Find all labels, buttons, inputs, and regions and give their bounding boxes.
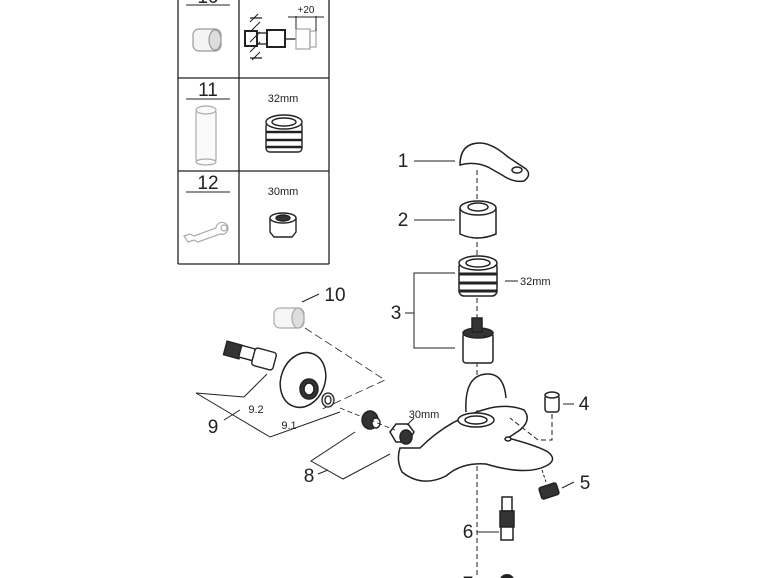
callout-leader-5 xyxy=(561,481,575,489)
aerator-axis xyxy=(541,469,547,483)
callout-10: 10 xyxy=(324,285,345,306)
callout-8: 8 xyxy=(304,466,315,487)
callout-leader-9 xyxy=(223,409,241,421)
callout-1: 1 xyxy=(398,151,409,172)
cartridge-dimension: 32mm xyxy=(520,276,551,288)
connector-dimension: 30mm xyxy=(409,409,440,421)
callout-5: 5 xyxy=(580,473,591,494)
callout-leader-8 xyxy=(317,469,329,475)
cap-axis xyxy=(509,414,553,441)
cap-part xyxy=(544,391,560,413)
s-union-part xyxy=(222,340,277,371)
handle-sleeve-part xyxy=(459,200,497,239)
callout-bracket-3 xyxy=(413,272,455,349)
table-row-11-number: 11 xyxy=(198,80,218,101)
aerator-part xyxy=(538,482,560,500)
accessory-table xyxy=(177,0,330,265)
extension-part xyxy=(273,307,305,329)
callout-6: 6 xyxy=(463,522,474,543)
nut-part xyxy=(389,423,415,445)
wrench-icon xyxy=(183,221,229,243)
callout-4: 4 xyxy=(579,394,590,415)
callout-2: 2 xyxy=(398,210,409,231)
table-row-10-dimension: +20 xyxy=(298,5,315,16)
table-row-10-number: 10 xyxy=(197,0,218,8)
union-axis xyxy=(339,407,396,431)
cartridge-sleeve-thumbnail-icon xyxy=(265,114,303,153)
diverter-part xyxy=(499,496,515,541)
table-row-12-dimension: 30mm xyxy=(268,186,299,198)
escutcheon-part xyxy=(279,351,327,409)
callout-9: 9 xyxy=(208,417,219,438)
callout-9-2: 9.2 xyxy=(248,404,263,416)
callout-3: 3 xyxy=(391,303,402,324)
nut-thumbnail-icon xyxy=(269,212,297,238)
mixer-body-part xyxy=(397,373,554,482)
callout-9-1: 9.1 xyxy=(281,420,296,432)
socket-tool-icon xyxy=(195,105,217,166)
lever-handle-part xyxy=(459,142,530,183)
bracket-9-top xyxy=(243,373,268,398)
callout-leader-10 xyxy=(301,293,320,303)
extension-axis xyxy=(304,327,386,411)
callout-bracket-9 xyxy=(195,392,341,438)
wall-extension-icon xyxy=(244,13,324,61)
knob-part xyxy=(500,574,514,578)
callout-7: 7 xyxy=(463,574,474,578)
extension-thumbnail-icon xyxy=(192,28,222,52)
cartridge-part xyxy=(462,317,494,364)
washer-part xyxy=(321,392,335,408)
table-row-11-dimension: 32mm xyxy=(268,93,299,105)
cartridge-sleeve-part xyxy=(458,255,498,297)
dimension-leader-30mm xyxy=(406,417,415,426)
table-row-12-number: 12 xyxy=(197,173,218,194)
